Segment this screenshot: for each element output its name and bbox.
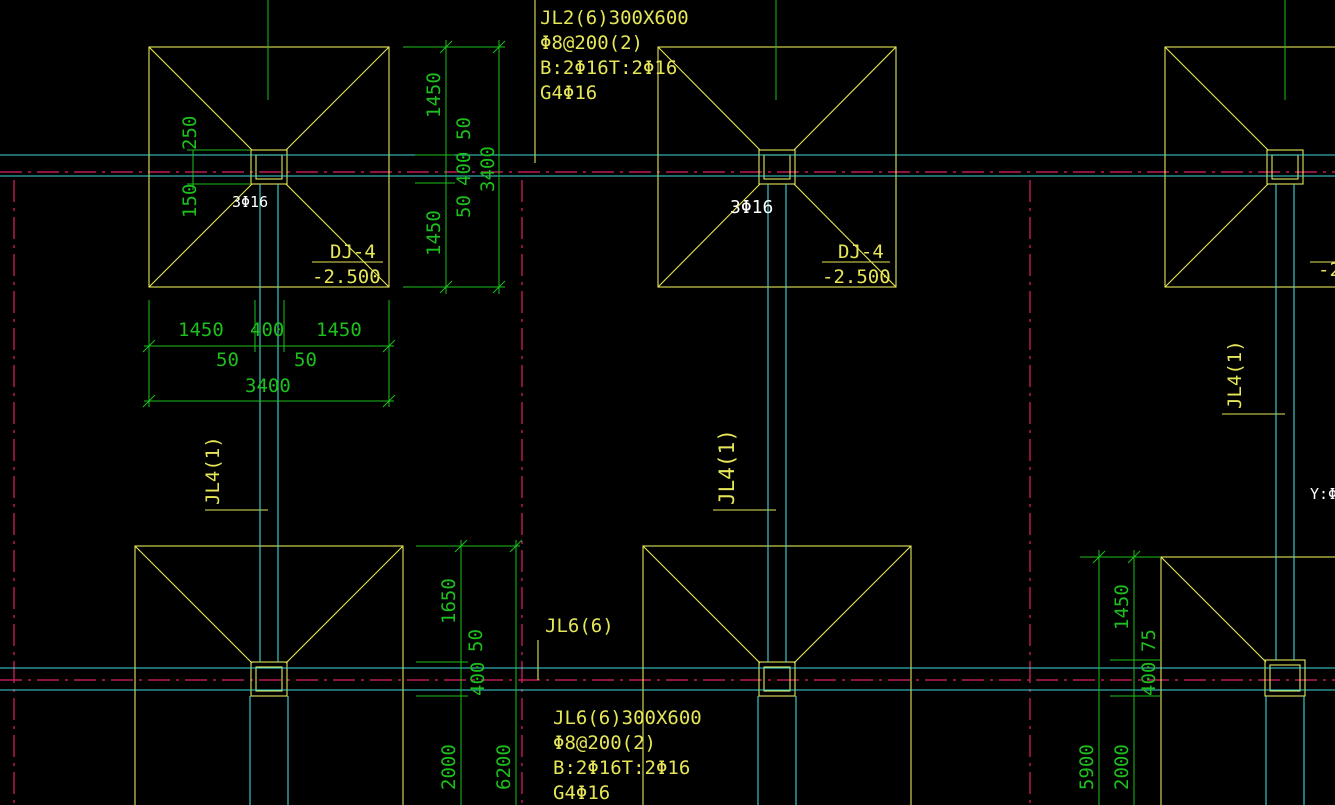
jl4-label-right: JL4(1) xyxy=(1224,340,1246,409)
dim-h-400: 400 xyxy=(250,319,284,341)
jl6-short: JL6(6) xyxy=(545,615,614,637)
dim-v-400-bottom: 400 xyxy=(467,662,489,696)
dim-v-3400: 3400 xyxy=(477,146,499,192)
dim-v-50-top: 50 xyxy=(453,117,475,140)
foundation-beams xyxy=(0,154,1335,805)
dim-v-50-lower: 50 xyxy=(453,195,475,218)
dim-v-150: 150 xyxy=(179,184,201,218)
jl4-label-mid: JL4(1) xyxy=(715,429,739,505)
jl2-title: JL2(6)300X600 xyxy=(540,7,689,29)
jl6-stirrup: Φ8@200(2) xyxy=(553,732,656,754)
dimension-lines xyxy=(142,0,1286,805)
jl4-label-left: JL4(1) xyxy=(202,436,224,505)
dim-v-6200: 6200 xyxy=(493,744,515,790)
rebar-note-mid: 3Φ16 xyxy=(730,197,773,218)
rebar-note-left: 3Φ16 xyxy=(232,193,268,211)
dim-h-1450-right: 1450 xyxy=(316,319,362,341)
jl6-title: JL6(6)300X600 xyxy=(553,707,702,729)
axis-lines xyxy=(0,171,1335,805)
jl6-bars: B:2Φ16T:2Φ16 xyxy=(553,757,690,779)
footing-elevation-top-mid: -2.500 xyxy=(822,266,891,288)
beam-annotation-jl2: JL2(6)300X600 Φ8@200(2) B:2Φ16T:2Φ16 G4Φ… xyxy=(540,7,689,104)
dim-v-2000-right: 2000 xyxy=(1111,744,1133,790)
dim-v-400-right: 400 xyxy=(1138,662,1160,696)
dim-v-1450-right: 1450 xyxy=(1111,584,1133,630)
dim-v-50-bottom: 50 xyxy=(465,629,487,652)
footing-tag-top-left: DJ-4 xyxy=(330,241,376,263)
jl2-bars: B:2Φ16T:2Φ16 xyxy=(540,57,677,79)
footing-elevation-top-left: -2.500 xyxy=(312,266,381,288)
dim-v-1450-lower: 1450 xyxy=(423,210,445,256)
beam-annotation-jl6: JL6(6) JL6(6)300X600 Φ8@200(2) B:2Φ16T:2… xyxy=(545,615,702,804)
dim-v-250: 250 xyxy=(179,116,201,150)
dim-h-50-left: 50 xyxy=(216,349,239,371)
footing-outlines xyxy=(134,0,1335,805)
footing-elevation-top-right: -2 xyxy=(1318,259,1335,281)
dim-v-5900: 5900 xyxy=(1076,744,1098,790)
dim-v-2000-left: 2000 xyxy=(438,744,460,790)
jl6-side: G4Φ16 xyxy=(553,782,610,804)
dim-v-75: 75 xyxy=(1138,629,1160,652)
jl2-stirrup: Φ8@200(2) xyxy=(540,32,643,54)
dim-h-3400: 3400 xyxy=(245,375,291,397)
jl2-side: G4Φ16 xyxy=(540,82,597,104)
footing-tag-top-mid: DJ-4 xyxy=(838,241,884,263)
dim-v-400-top: 400 xyxy=(453,152,475,186)
dim-h-1450-left: 1450 xyxy=(178,319,224,341)
dim-v-1650: 1650 xyxy=(438,578,460,624)
edge-label: Y:Φ xyxy=(1310,485,1335,503)
dim-h-50-right: 50 xyxy=(294,349,317,371)
dim-v-1450-top: 1450 xyxy=(423,72,445,118)
